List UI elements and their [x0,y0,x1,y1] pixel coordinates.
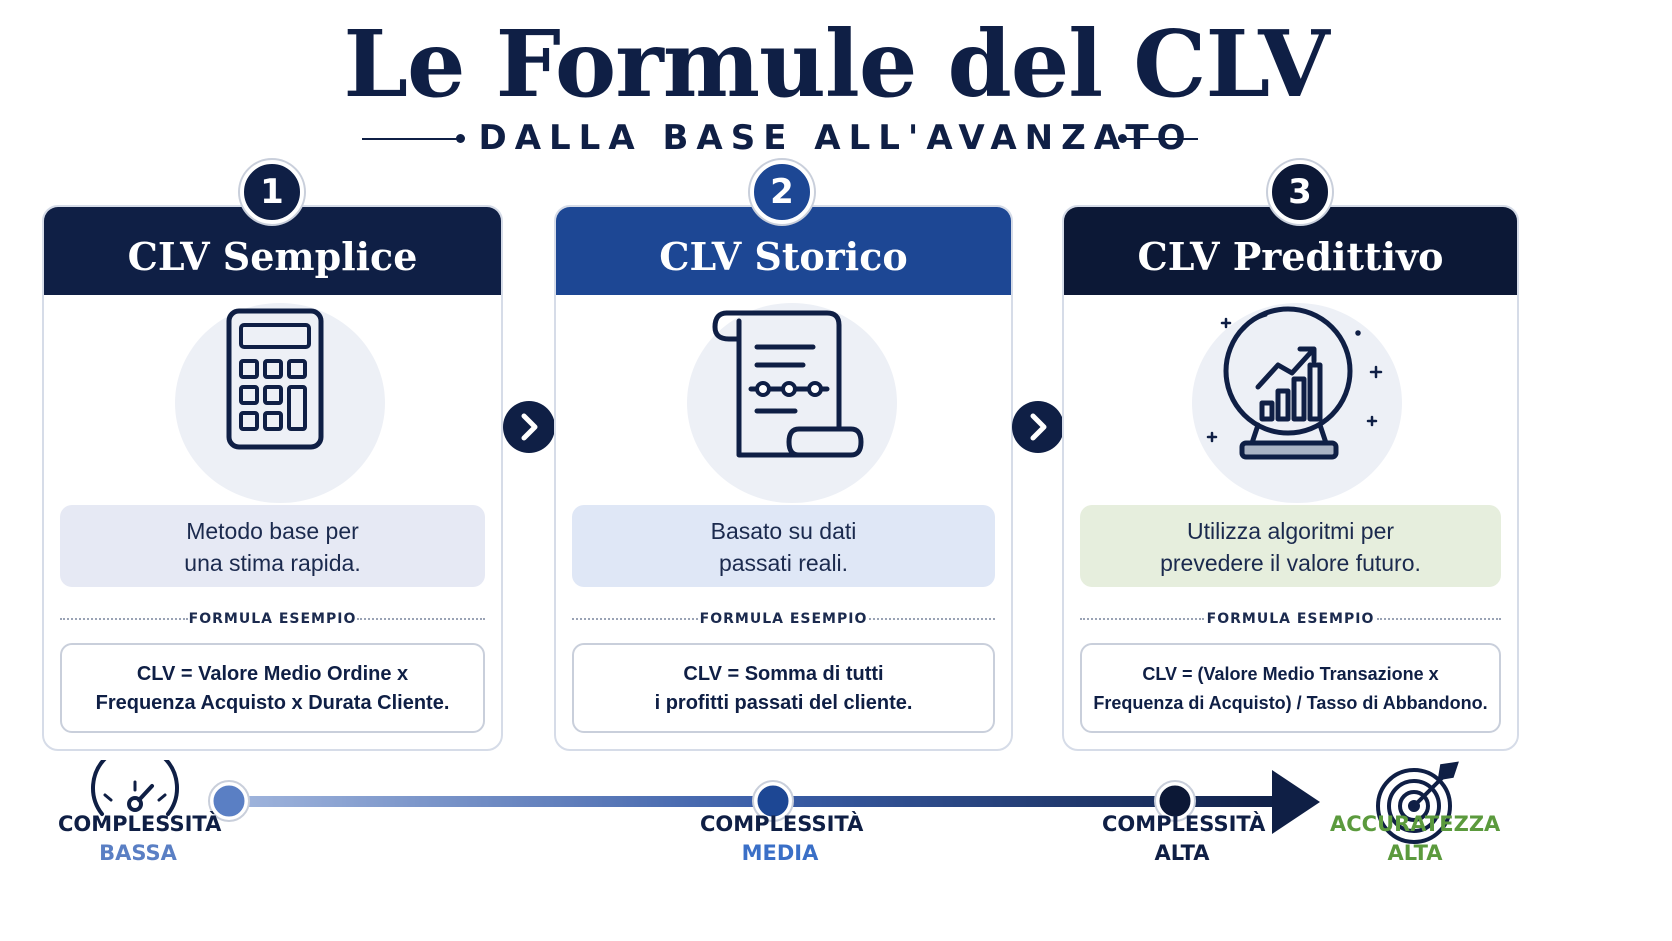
timeline-label-mid-line1: COMPLESSITÀ [700,812,864,836]
desc-line-2: passati reali. [718,550,849,576]
formula-label-row: FORMULA ESEMPIO [60,609,485,629]
desc-line-2: prevedere il valore futuro. [1160,550,1421,576]
subtitle-row: DALLA BASE ALL'AVANZATO [0,118,1672,158]
timeline-label-low-line2: BASSA [99,841,177,865]
card-clv-semplice: CLV Semplice Metodo base per una stima r… [42,205,503,751]
timeline-label-high-line1: COMPLESSITÀ [1102,812,1266,836]
formula-label-row: FORMULA ESEMPIO [1080,609,1501,629]
desc-line-2: una stima rapida. [184,550,361,576]
timeline-label-low: COMPLESSITÀ BASSA [58,810,222,868]
timeline-arrowhead [1272,770,1320,834]
card-description: Basato su dati passati reali. [572,505,995,587]
desc-line-1: Basato su dati [710,518,857,544]
timeline-node-low [208,780,250,822]
formula-line-2: Frequenza Acquisto x Durata Cliente. [95,692,450,714]
card-clv-storico: CLV Storico Basato su dati passati reali… [554,205,1013,751]
timeline-label-mid-line2: MEDIA [741,841,819,865]
subtitle-right-dot [1118,134,1127,143]
dotted-divider-right [357,618,485,620]
card-description: Metodo base per una stima rapida. [60,505,485,587]
speedometer-icon [91,760,179,816]
chevron-right-icon [503,401,555,453]
subtitle-right-line [1124,138,1198,140]
card-clv-predittivo: CLV Predittivo [1062,205,1519,751]
step-number-badge: 3 [1268,160,1332,224]
crystal-ball-chart-icon [1192,303,1402,503]
subtitle-left-line [362,138,460,140]
formula-box: CLV = Somma di tutti i profitti passati … [572,643,995,733]
dotted-divider-left [1080,618,1204,620]
formula-line-1: CLV = Valore Medio Ordine x [136,663,409,685]
timeline-label-accuracy-line2: ALTA [1387,841,1443,865]
chevron-right-icon [1012,401,1064,453]
formula-label: FORMULA ESEMPIO [699,611,868,627]
page-title: Le Formule del CLV [343,10,1329,118]
dotted-divider-right [869,618,995,620]
complexity-timeline [91,760,1459,844]
timeline-node-high [1154,780,1196,822]
formula-label: FORMULA ESEMPIO [1206,611,1375,627]
step-number-badge: 2 [750,160,814,224]
dotted-divider-right [1377,618,1501,620]
dotted-divider-left [60,618,188,620]
timeline-label-high: COMPLESSITÀ ALTA [1102,810,1266,868]
page-subtitle: DALLA BASE ALL'AVANZATO [478,118,1194,158]
calculator-icon [175,303,385,503]
formula-box: CLV = Valore Medio Ordine x Frequenza Ac… [60,643,485,733]
formula-label-row: FORMULA ESEMPIO [572,609,995,629]
timeline-node-mid [752,780,794,822]
timeline-label-accuracy: ACCURATEZZA ALTA [1330,810,1500,868]
timeline-label-accuracy-line1: ACCURATEZZA [1330,812,1501,836]
timeline-label-mid: COMPLESSITÀ MEDIA [700,810,864,868]
formula-line-2: Frequenza di Acquisto) / Tasso di Abband… [1093,693,1488,713]
desc-line-1: Metodo base per [186,518,359,544]
formula-line-1: CLV = Somma di tutti [683,663,884,685]
dotted-divider-left [572,618,698,620]
formula-line-2: i profitti passati del cliente. [654,692,913,714]
timeline-label-low-line1: COMPLESSITÀ [58,812,222,836]
subtitle-left-dot [456,134,465,143]
step-number-badge: 1 [240,160,304,224]
formula-box: CLV = (Valore Medio Transazione x Freque… [1080,643,1501,733]
formula-line-1: CLV = (Valore Medio Transazione x [1142,664,1439,684]
target-icon [1376,761,1459,844]
scroll-document-icon [687,303,897,503]
timeline-label-high-line2: ALTA [1154,841,1210,865]
formula-label: FORMULA ESEMPIO [188,611,357,627]
card-description: Utilizza algoritmi per prevedere il valo… [1080,505,1501,587]
desc-line-1: Utilizza algoritmi per [1186,518,1395,544]
